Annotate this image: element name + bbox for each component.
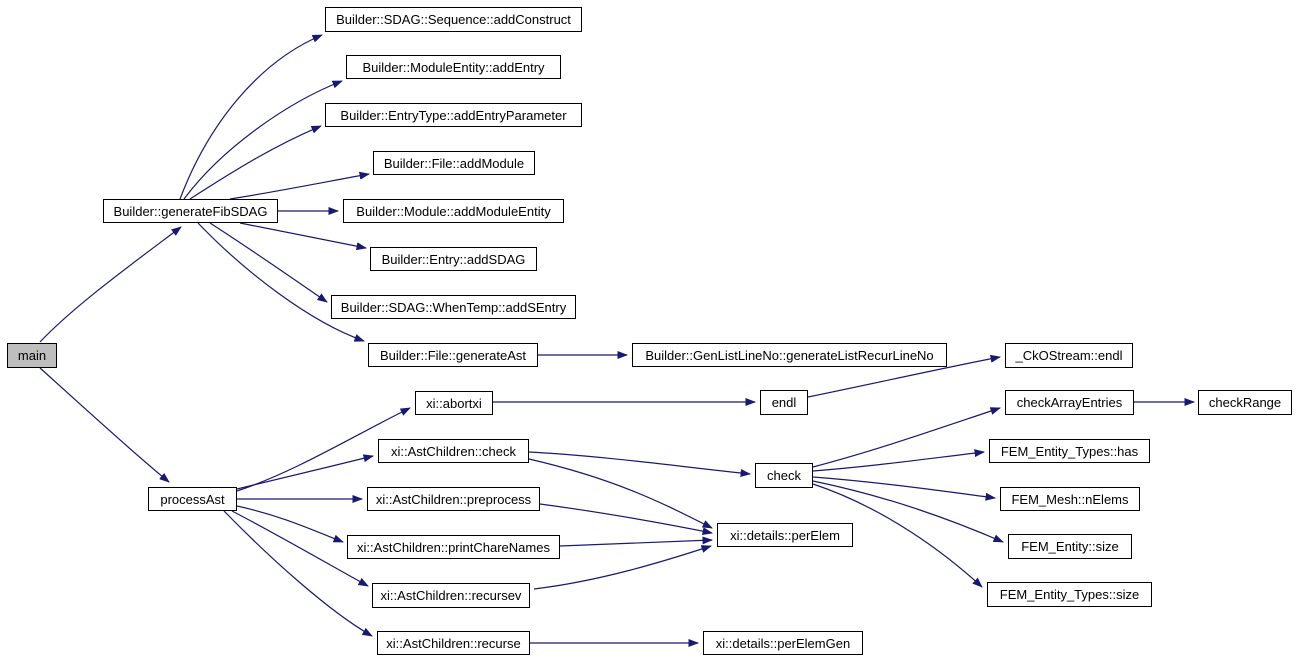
node-addSDAG[interactable]: Builder::Entry::addSDAG [370, 247, 537, 271]
node-femEntitySize[interactable]: FEM_Entity::size [1008, 534, 1132, 559]
node-printChareNames[interactable]: xi::AstChildren::printChareNames [347, 535, 560, 559]
edge-astChildrenCheck-to-check [528, 451, 751, 478]
edge-processAst-to-recursev [231, 510, 369, 587]
node-check[interactable]: check [755, 463, 813, 488]
edge-generateFibSDAG-to-addModule [229, 171, 370, 200]
node-femEntityTypesHas[interactable]: FEM_Entity_Types::has [989, 439, 1150, 463]
edge-check-to-femEntityTypesHas [812, 449, 985, 472]
edge-check-to-femMeshNElems [812, 476, 996, 501]
edge-generateFibSDAG-to-addSDAG [239, 222, 367, 251]
node-addModule[interactable]: Builder::File::addModule [373, 151, 535, 175]
edge-recursev-to-perElem [533, 545, 712, 590]
node-astChildrenCheck[interactable]: xi::AstChildren::check [378, 439, 529, 463]
node-endl[interactable]: endl [760, 390, 808, 415]
node-addEntryParameter[interactable]: Builder::EntryType::addEntryParameter [325, 103, 582, 127]
edge-endl-to-ckoStreamEndl [807, 354, 1001, 398]
node-femEntityTypesSize[interactable]: FEM_Entity_Types::size [987, 582, 1152, 607]
edge-processAst-to-printChareNames [236, 505, 344, 543]
edge-generateFibSDAG-to-addEntry [183, 80, 343, 200]
edge-generateFibSDAG-to-addEntryParameter [189, 125, 322, 200]
node-main[interactable]: main [7, 343, 57, 368]
edge-main-to-processAst [39, 367, 170, 483]
edge-main-to-generateFibSDAG [39, 226, 182, 343]
node-generateAst[interactable]: Builder::File::generateAst [368, 343, 538, 367]
edge-printChareNames-to-perElem [559, 536, 713, 547]
node-addModuleEntity[interactable]: Builder::Module::addModuleEntity [343, 199, 564, 223]
node-checkRange[interactable]: checkRange [1198, 390, 1292, 415]
node-perElem[interactable]: xi::details::perElem [717, 523, 853, 547]
node-addEntry[interactable]: Builder::ModuleEntity::addEntry [346, 55, 561, 79]
node-recurse[interactable]: xi::AstChildren::recurse [377, 631, 530, 655]
edge-generateFibSDAG-to-addSEntry [209, 222, 328, 303]
node-perElemGen[interactable]: xi::details::perElemGen [703, 631, 863, 655]
edge-preprocess-to-perElem [539, 503, 713, 536]
edge-check-to-checkArrayEntries [812, 407, 1001, 468]
edge-check-to-femEntitySize [812, 480, 1004, 543]
edge-generateFibSDAG-to-generateAst [197, 222, 365, 342]
node-recursev[interactable]: xi::AstChildren::recursev [372, 583, 530, 608]
edge-astChildrenCheck-to-perElem [528, 458, 713, 529]
node-abortxi[interactable]: xi::abortxi [415, 391, 493, 415]
edge-generateFibSDAG-to-addConstruct [179, 34, 323, 200]
node-ckoStreamEndl[interactable]: _CkOStream::endl [1005, 343, 1133, 368]
node-genListRecurLineNo[interactable]: Builder::GenListLineNo::generateListRecu… [632, 343, 947, 367]
edge-check-to-femEntityTypesSize [812, 483, 983, 588]
node-preprocess[interactable]: xi::AstChildren::preprocess [367, 487, 540, 511]
node-processAst[interactable]: processAst [148, 487, 237, 511]
node-generateFibSDAG[interactable]: Builder::generateFibSDAG [103, 199, 278, 223]
edge-processAst-to-recurse [223, 510, 373, 637]
node-addSEntry[interactable]: Builder::SDAG::WhenTemp::addSEntry [331, 295, 576, 319]
node-femMeshNElems[interactable]: FEM_Mesh::nElems [1000, 487, 1140, 511]
node-addConstruct[interactable]: Builder::SDAG::Sequence::addConstruct [325, 7, 582, 32]
node-checkArrayEntries[interactable]: checkArrayEntries [1005, 390, 1134, 415]
edge-processAst-to-astChildrenCheck [236, 454, 374, 490]
